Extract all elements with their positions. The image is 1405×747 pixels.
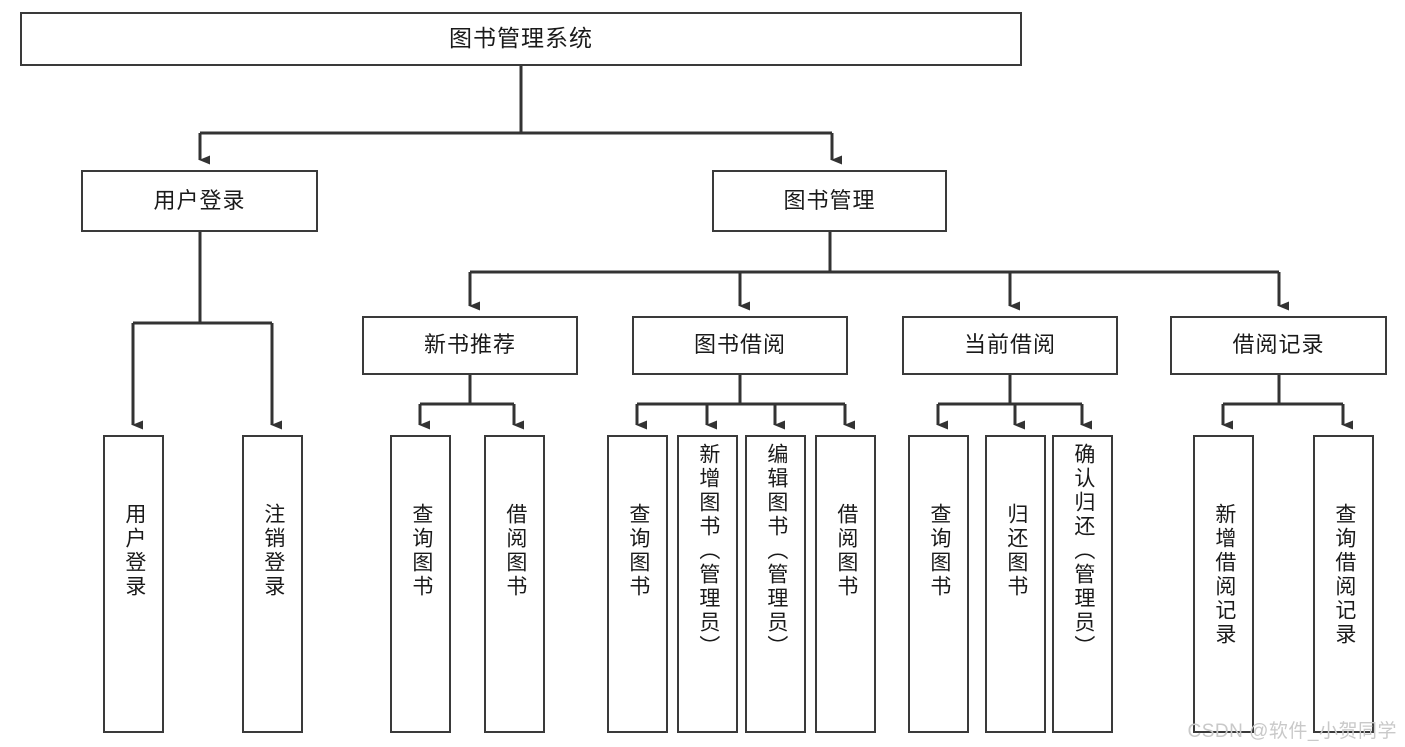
leaf-add-borrow-record[interactable]: 新增借阅记录 bbox=[1193, 435, 1254, 733]
leaf-return-book[interactable]: 归还图书 bbox=[985, 435, 1046, 733]
node-book-management-label: 图书管理 bbox=[783, 187, 876, 213]
leaf-query-borrow-record-label: 查询借阅记录 bbox=[1332, 503, 1356, 647]
leaf-query-book-current-label: 查询图书 bbox=[927, 503, 951, 599]
leaf-query-book-borrow-label: 查询图书 bbox=[626, 503, 650, 599]
node-user-login-label: 用户登录 bbox=[153, 187, 246, 213]
node-root-label: 图书管理系统 bbox=[449, 25, 593, 52]
node-borrow-record-label: 借阅记录 bbox=[1232, 332, 1325, 358]
leaf-add-borrow-record-label: 新增借阅记录 bbox=[1212, 503, 1236, 647]
leaf-add-book-admin[interactable]: 新增图书（管理员） bbox=[677, 435, 738, 733]
leaf-query-book-recommend[interactable]: 查询图书 bbox=[390, 435, 451, 733]
leaf-query-book-recommend-label: 查询图书 bbox=[409, 503, 433, 599]
leaf-query-book-borrow[interactable]: 查询图书 bbox=[607, 435, 668, 733]
leaf-confirm-return-admin[interactable]: 确认归还（管理员） bbox=[1052, 435, 1113, 733]
node-new-book-recommend[interactable]: 新书推荐 bbox=[362, 316, 578, 375]
leaf-query-book-current[interactable]: 查询图书 bbox=[908, 435, 969, 733]
node-book-borrow-label: 图书借阅 bbox=[693, 332, 786, 358]
watermark: CSDN @软件_小贺同学 bbox=[1187, 721, 1397, 742]
node-new-book-recommend-label: 新书推荐 bbox=[423, 332, 516, 358]
leaf-add-book-admin-label: 新增图书（管理员） bbox=[696, 443, 720, 659]
leaf-edit-book-admin[interactable]: 编辑图书（管理员） bbox=[745, 435, 806, 733]
leaf-borrow-book[interactable]: 借阅图书 bbox=[815, 435, 876, 733]
leaf-user-login-label: 用户登录 bbox=[122, 503, 146, 599]
leaf-logout[interactable]: 注销登录 bbox=[242, 435, 303, 733]
leaf-return-book-label: 归还图书 bbox=[1004, 503, 1028, 599]
leaf-logout-label: 注销登录 bbox=[261, 503, 285, 599]
leaf-confirm-return-admin-label: 确认归还（管理员） bbox=[1071, 443, 1095, 659]
node-current-borrow-label: 当前借阅 bbox=[963, 332, 1056, 358]
node-root[interactable]: 图书管理系统 bbox=[20, 12, 1022, 66]
node-current-borrow[interactable]: 当前借阅 bbox=[902, 316, 1118, 375]
leaf-borrow-book-recommend[interactable]: 借阅图书 bbox=[484, 435, 545, 733]
node-user-login[interactable]: 用户登录 bbox=[81, 170, 318, 232]
node-borrow-record[interactable]: 借阅记录 bbox=[1170, 316, 1387, 375]
leaf-edit-book-admin-label: 编辑图书（管理员） bbox=[764, 443, 788, 659]
leaf-borrow-book-recommend-label: 借阅图书 bbox=[503, 503, 527, 599]
leaf-user-login[interactable]: 用户登录 bbox=[103, 435, 164, 733]
node-book-borrow[interactable]: 图书借阅 bbox=[632, 316, 848, 375]
leaf-borrow-book-label: 借阅图书 bbox=[834, 503, 858, 599]
leaf-query-borrow-record[interactable]: 查询借阅记录 bbox=[1313, 435, 1374, 733]
node-book-management[interactable]: 图书管理 bbox=[712, 170, 947, 232]
